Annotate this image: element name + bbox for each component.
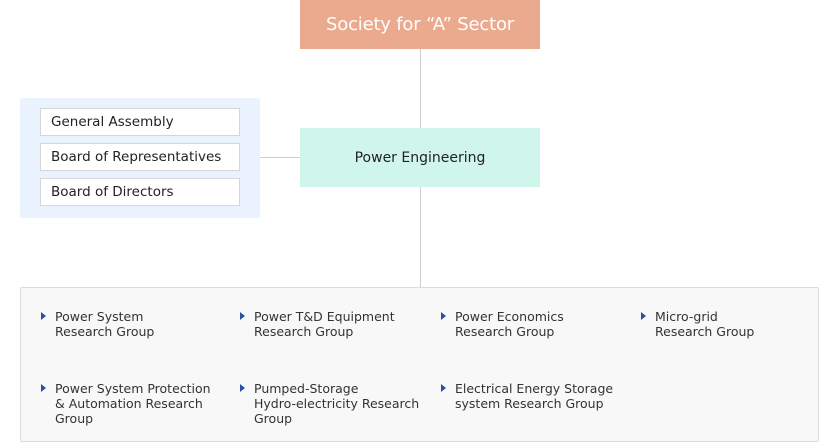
research-group-label: Micro-grid Research Group <box>655 309 755 339</box>
research-group-pumped-storage: Pumped-Storage Hydro-electricity Researc… <box>240 381 419 426</box>
connector-governance-to-division <box>260 157 300 158</box>
research-group-label: Power Economics Research Group <box>455 309 564 339</box>
connector-top-to-division <box>420 49 421 128</box>
governance-item-label: Board of Representatives <box>51 149 222 165</box>
research-group-protection-automation: Power System Protection & Automation Res… <box>41 381 211 426</box>
division-title: Power Engineering <box>354 149 486 166</box>
research-group-label: Power T&D Equipment Research Group <box>254 309 395 339</box>
research-group-power-td-equipment: Power T&D Equipment Research Group <box>240 309 395 339</box>
research-group-energy-storage: Electrical Energy Storage system Researc… <box>441 381 613 411</box>
research-groups-panel: Power System Research Group Power T&D Eq… <box>20 287 819 442</box>
governance-item-general-assembly: General Assembly <box>40 108 240 136</box>
sector-title-box: Society for “A” Sector <box>300 0 540 49</box>
research-group-label: Power System Protection & Automation Res… <box>55 381 211 426</box>
governance-item-label: Board of Directors <box>51 184 174 200</box>
triangle-bullet-icon <box>240 312 245 320</box>
triangle-bullet-icon <box>240 384 245 392</box>
triangle-bullet-icon <box>441 312 446 320</box>
research-group-power-system: Power System Research Group <box>41 309 154 339</box>
governance-panel: General Assembly Board of Representative… <box>20 98 260 218</box>
triangle-bullet-icon <box>441 384 446 392</box>
connector-division-to-groups <box>420 187 421 287</box>
research-group-power-economics: Power Economics Research Group <box>441 309 564 339</box>
research-group-label: Electrical Energy Storage system Researc… <box>455 381 614 411</box>
governance-item-board-of-directors: Board of Directors <box>40 178 240 206</box>
governance-item-board-of-representatives: Board of Representatives <box>40 143 240 171</box>
sector-title: Society for “A” Sector <box>326 14 514 35</box>
triangle-bullet-icon <box>41 312 46 320</box>
research-group-label: Power System Research Group <box>55 309 155 339</box>
research-group-micro-grid: Micro-grid Research Group <box>641 309 754 339</box>
governance-item-label: General Assembly <box>51 114 174 130</box>
triangle-bullet-icon <box>41 384 46 392</box>
research-group-label: Pumped-Storage Hydro-electricity Researc… <box>254 381 420 426</box>
triangle-bullet-icon <box>641 312 646 320</box>
division-box: Power Engineering <box>300 128 540 187</box>
